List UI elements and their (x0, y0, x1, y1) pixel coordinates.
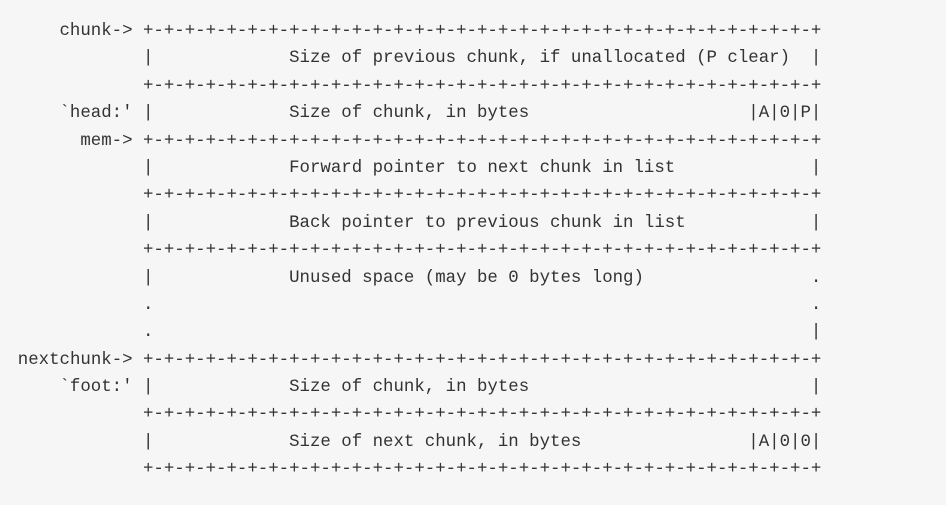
diagram-line: +-+-+-+-+-+-+-+-+-+-+-+-+-+-+-+-+-+-+-+-… (0, 73, 946, 100)
diagram-line: +-+-+-+-+-+-+-+-+-+-+-+-+-+-+-+-+-+-+-+-… (0, 237, 946, 264)
diagram-line: | Back pointer to previous chunk in list… (0, 210, 946, 237)
diagram-text: +-+-+-+-+-+-+-+-+-+-+-+-+-+-+-+-+-+-+-+-… (143, 350, 822, 370)
diagram-text: | Size of next chunk, in bytes |A|0|0| (143, 432, 822, 452)
diagram-line: . . (0, 292, 946, 319)
diagram-text: | Size of chunk, in bytes |A|0|P| (143, 104, 822, 124)
diagram-line: chunk-> +-+-+-+-+-+-+-+-+-+-+-+-+-+-+-+-… (0, 18, 946, 45)
diagram-text: +-+-+-+-+-+-+-+-+-+-+-+-+-+-+-+-+-+-+-+-… (143, 76, 822, 96)
diagram-text: | Unused space (may be 0 bytes long) . (143, 268, 822, 288)
diagram-text: . | (143, 323, 822, 343)
diagram-text: +-+-+-+-+-+-+-+-+-+-+-+-+-+-+-+-+-+-+-+-… (143, 186, 822, 206)
diagram-line: +-+-+-+-+-+-+-+-+-+-+-+-+-+-+-+-+-+-+-+-… (0, 456, 946, 483)
chunk-layout-diagram: chunk-> +-+-+-+-+-+-+-+-+-+-+-+-+-+-+-+-… (0, 18, 946, 484)
diagram-text: +-+-+-+-+-+-+-+-+-+-+-+-+-+-+-+-+-+-+-+-… (143, 405, 822, 425)
diagram-line: `head:' | Size of chunk, in bytes |A|0|P… (0, 100, 946, 127)
diagram-text: | Back pointer to previous chunk in list… (143, 213, 822, 233)
diagram-text: +-+-+-+-+-+-+-+-+-+-+-+-+-+-+-+-+-+-+-+-… (143, 22, 822, 41)
diagram-line: `foot:' | Size of chunk, in bytes | (0, 374, 946, 401)
diagram-line: | Size of previous chunk, if unallocated… (0, 45, 946, 72)
diagram-text: | Size of previous chunk, if unallocated… (143, 49, 822, 69)
pointer-label: chunk-> (59, 22, 143, 41)
code-block: chunk-> +-+-+-+-+-+-+-+-+-+-+-+-+-+-+-+-… (0, 18, 946, 488)
diagram-line: +-+-+-+-+-+-+-+-+-+-+-+-+-+-+-+-+-+-+-+-… (0, 401, 946, 428)
diagram-text: | Forward pointer to next chunk in list … (143, 158, 822, 178)
diagram-line: | Size of next chunk, in bytes |A|0|0| (0, 429, 946, 456)
diagram-text: +-+-+-+-+-+-+-+-+-+-+-+-+-+-+-+-+-+-+-+-… (143, 460, 822, 480)
diagram-text: +-+-+-+-+-+-+-+-+-+-+-+-+-+-+-+-+-+-+-+-… (143, 241, 822, 261)
diagram-line: | Unused space (may be 0 bytes long) . (0, 265, 946, 292)
pointer-label: nextchunk-> (17, 350, 143, 370)
diagram-line: . | (0, 319, 946, 346)
pointer-label: `foot:' (59, 378, 143, 398)
pointer-label: `head:' (59, 104, 143, 124)
diagram-text: | Size of chunk, in bytes | (143, 378, 822, 398)
pointer-label: mem-> (80, 131, 143, 151)
diagram-line: mem-> +-+-+-+-+-+-+-+-+-+-+-+-+-+-+-+-+-… (0, 128, 946, 155)
diagram-text: +-+-+-+-+-+-+-+-+-+-+-+-+-+-+-+-+-+-+-+-… (143, 131, 822, 151)
diagram-line: +-+-+-+-+-+-+-+-+-+-+-+-+-+-+-+-+-+-+-+-… (0, 182, 946, 209)
diagram-line: nextchunk-> +-+-+-+-+-+-+-+-+-+-+-+-+-+-… (0, 347, 946, 374)
diagram-text: . . (143, 295, 822, 315)
diagram-line: | Forward pointer to next chunk in list … (0, 155, 946, 182)
